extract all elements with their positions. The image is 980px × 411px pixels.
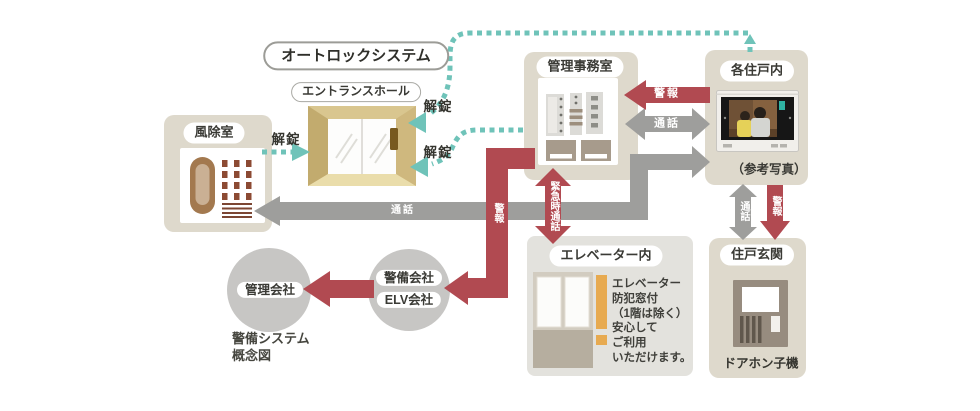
elevator-note-line-3: （1階は除く） xyxy=(612,307,688,320)
entrance-door-illustration xyxy=(308,106,416,186)
label-unlock-top: 解錠 xyxy=(423,99,453,114)
elevator-note-line-2: 防犯窓付 xyxy=(612,292,658,305)
alarm-arrow-security-to-management xyxy=(303,271,374,307)
security-window-highlight xyxy=(596,275,607,329)
label-management-office: 管理事務室 xyxy=(536,56,624,78)
label-elevator: エレベーター内 xyxy=(549,245,663,267)
node-security-company xyxy=(368,249,450,331)
label-entrance-hall: エントランスホール xyxy=(291,82,421,102)
elevator-note-line-5: ご利用 xyxy=(612,337,647,350)
caption-security-system-diagram: 警備システム 概念図 xyxy=(232,330,310,364)
label-alarm-vertical: 警報 xyxy=(492,203,503,223)
doorphone-illustration xyxy=(733,280,788,347)
control-panel-illustration xyxy=(538,78,618,165)
label-alarm-horizontal: 警報 xyxy=(654,87,680,100)
label-unit-entrance: 住戸玄関 xyxy=(719,244,795,266)
label-alarm-vertical-entrance: 警報 xyxy=(770,196,781,216)
intercom-monitor-illustration xyxy=(716,90,799,152)
label-windbreak-room: 風除室 xyxy=(183,122,245,144)
caption-doorphone-handset: ドアホン子機 xyxy=(723,356,799,371)
label-elv-company: ELV会社 xyxy=(376,291,442,309)
elevator-note-line-1: エレベーター xyxy=(612,278,681,290)
security-window-highlight-dot xyxy=(596,335,607,345)
unlock-arrowhead-up xyxy=(744,34,756,44)
label-call-long-bar: 通話 xyxy=(391,205,415,216)
elevator-illustration xyxy=(533,272,593,368)
elevator-note: エレベーター 防犯窓付 （1階は除く） 安心して ご利用 いただけます。 xyxy=(612,277,691,366)
elevator-note-line-4: 安心して xyxy=(612,322,658,335)
footnote-line-2: 概念図 xyxy=(232,348,272,363)
caption-reference-photo: （参考写真） xyxy=(731,162,807,177)
label-emergency-call: 緊急時通話 xyxy=(548,181,559,231)
intercom-illustration xyxy=(180,148,265,223)
label-unlock-windbreak: 解錠 xyxy=(271,132,301,147)
label-unit-interior: 各住戸内 xyxy=(719,60,795,82)
footnote-line-1: 警備システム xyxy=(232,331,310,346)
label-management-company: 管理会社 xyxy=(236,281,304,299)
label-call-horizontal: 通話 xyxy=(654,117,680,130)
elevator-note-line-6: いただけます。 xyxy=(612,351,692,364)
title-autolock-system: オートロックシステム xyxy=(263,41,449,71)
label-unlock-bottom: 解錠 xyxy=(423,145,453,160)
alarm-arrow-office-to-security xyxy=(444,148,535,305)
label-security-company: 警備会社 xyxy=(375,269,443,287)
label-call-vertical: 通話 xyxy=(738,201,749,221)
